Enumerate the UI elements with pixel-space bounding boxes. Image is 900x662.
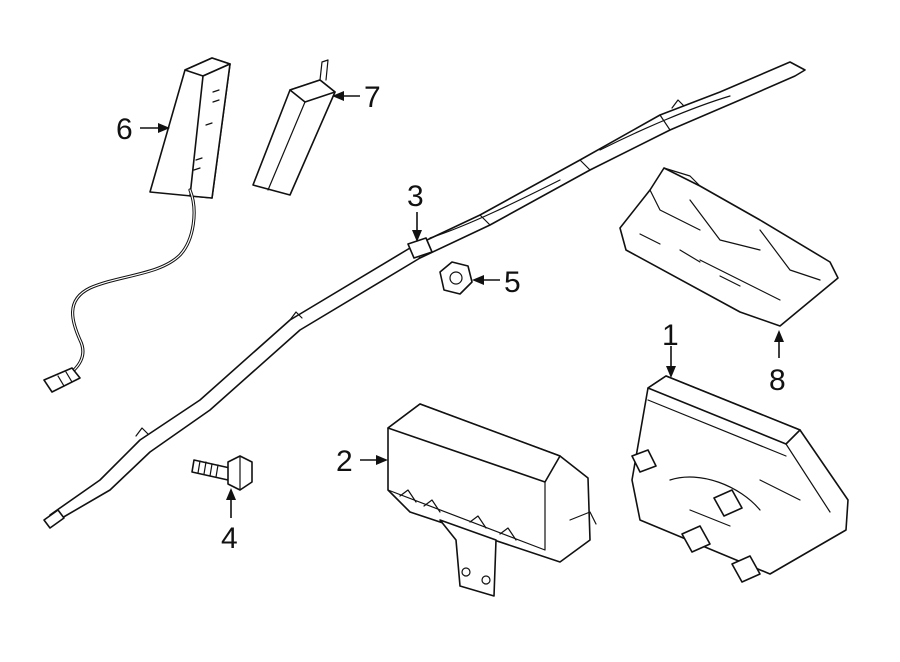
- part-2-passenger-airbag[interactable]: [387, 403, 597, 597]
- leader-7: [332, 91, 360, 101]
- leader-8: [774, 330, 784, 358]
- part-4-bolt[interactable]: [191, 455, 253, 491]
- callout-4: 4: [221, 522, 238, 555]
- leader-2: [360, 455, 388, 465]
- part-1-driver-airbag[interactable]: [631, 375, 849, 583]
- callout-6: 6: [116, 113, 133, 146]
- leader-1: [666, 346, 676, 378]
- callout-2: 2: [336, 445, 353, 478]
- callout-3: 3: [407, 180, 424, 213]
- callout-5: 5: [504, 266, 521, 299]
- part-5-nut[interactable]: [439, 261, 473, 295]
- callout-8: 8: [769, 364, 786, 397]
- part-6-side-airbag-module[interactable]: [43, 57, 231, 393]
- part-7-inflator[interactable]: [252, 59, 336, 196]
- callout-7: 7: [364, 81, 381, 114]
- leader-6: [140, 123, 170, 133]
- leader-4: [226, 488, 236, 518]
- part-3-curtain-airbag[interactable]: [43, 61, 806, 529]
- callout-1: 1: [662, 319, 679, 352]
- leader-3: [412, 212, 422, 242]
- part-8-bracket[interactable]: [619, 167, 839, 327]
- leader-5: [472, 275, 500, 285]
